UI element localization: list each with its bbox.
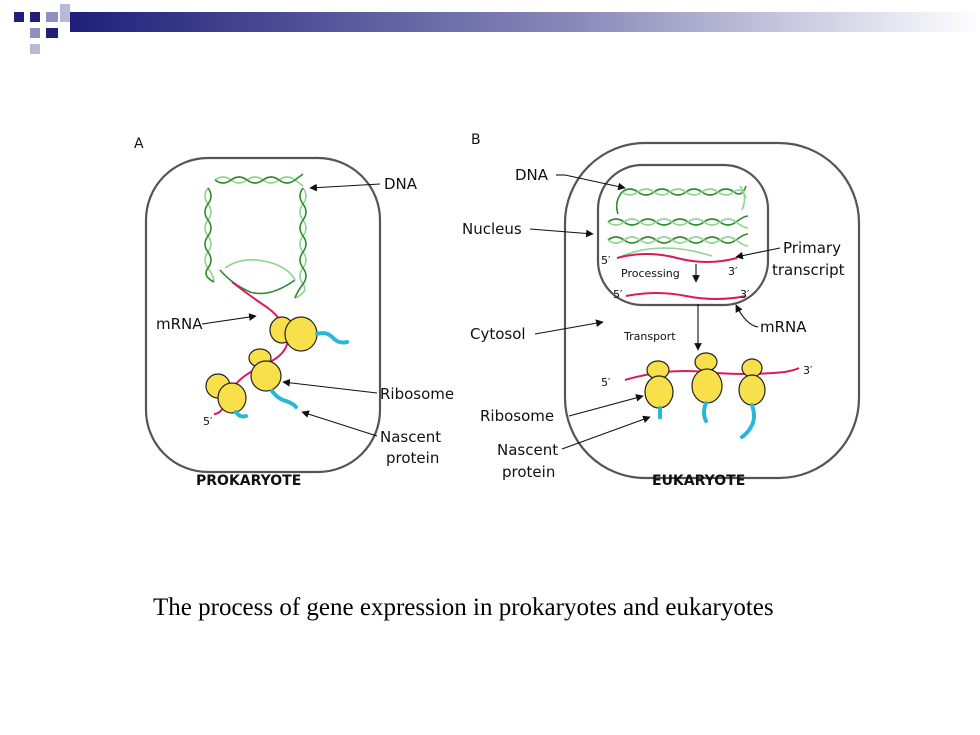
eukaryote-ribosome: [738, 358, 766, 439]
eukaryote-cell: [563, 141, 861, 480]
arrow-mrna-b: [735, 304, 759, 328]
label-transport: Transport: [623, 330, 676, 343]
label-ribosome-a: Ribosome: [380, 385, 454, 403]
primary-transcript-strand: [616, 253, 738, 263]
prokaryote-ribosome: [248, 348, 298, 409]
header-square: [30, 12, 40, 22]
panel-prokaryote: A D: [134, 136, 454, 489]
prokaryote-ribosome: [205, 373, 248, 419]
panel-b-letter: B: [471, 132, 481, 148]
header-square: [60, 4, 70, 22]
slide-header-bar: [14, 4, 980, 54]
label-dna-a: DNA: [384, 175, 418, 193]
header-square: [30, 44, 40, 54]
header-square: [14, 28, 24, 38]
eukaryote-ribosome: [691, 352, 723, 423]
arrow-cytosol: [534, 319, 604, 335]
processed-mrna-strand: [625, 292, 747, 300]
arrow-nucleus: [529, 228, 594, 238]
label-mrna-b: mRNA: [760, 318, 807, 336]
label-dna-b: DNA: [515, 166, 549, 184]
arrow-primary-transcript: [735, 247, 781, 260]
eukaryote-nucleus: [596, 163, 770, 307]
label-5prime-b-1: 5′: [601, 254, 611, 267]
label-mrna-a: mRNA: [156, 315, 203, 333]
label-nascent-a-2: protein: [386, 449, 439, 467]
slide-caption: The process of gene expression in prokar…: [153, 594, 774, 621]
label-nascent-b-2: protein: [502, 463, 555, 481]
arrow-nascent-b: [561, 415, 651, 450]
prokaryote-cell: [144, 156, 382, 474]
eukaryote-ribosome: [644, 360, 674, 420]
arrow-nascent-a: [301, 410, 378, 437]
label-5prime-b-3: 5′: [601, 376, 611, 389]
prokaryote-ribosome: [269, 316, 349, 352]
label-ribosome-b: Ribosome: [480, 407, 554, 425]
label-5prime-a: 5′: [203, 415, 213, 428]
label-3prime-b-1: 3′: [728, 265, 738, 278]
arrow-ribosome-b: [568, 394, 644, 417]
header-square: [46, 12, 58, 22]
header-gradient: [70, 12, 980, 32]
header-square: [46, 28, 58, 38]
eukaryote-dna: [607, 185, 749, 257]
header-square: [30, 28, 40, 38]
label-5prime-b-2: 5′: [613, 288, 623, 301]
prokaryote-title: PROKARYOTE: [196, 473, 301, 489]
header-square: [14, 12, 24, 22]
label-nucleus: Nucleus: [462, 220, 522, 238]
arrow-dna-b: [564, 174, 626, 191]
label-processing: Processing: [621, 267, 680, 280]
label-3prime-b-2: 3′: [740, 288, 750, 301]
arrow-dna-a: [309, 183, 381, 192]
label-3prime-b-3: 3′: [803, 364, 813, 377]
arrow-mrna-a: [201, 313, 257, 325]
panel-eukaryote: B 5′ Processing 3′ 5′ 3′ Transport: [462, 132, 861, 489]
label-cytosol: Cytosol: [470, 325, 526, 343]
label-primary-transcript-2: transcript: [772, 261, 845, 279]
label-nascent-a-1: Nascent: [380, 428, 441, 446]
panel-a-letter: A: [134, 136, 144, 152]
arrow-ribosome-a: [282, 378, 378, 394]
eukaryote-title: EUKARYOTE: [652, 473, 745, 489]
label-primary-transcript-1: Primary: [783, 239, 841, 257]
label-nascent-b-1: Nascent: [497, 441, 558, 459]
prokaryote-dna: [204, 173, 307, 299]
